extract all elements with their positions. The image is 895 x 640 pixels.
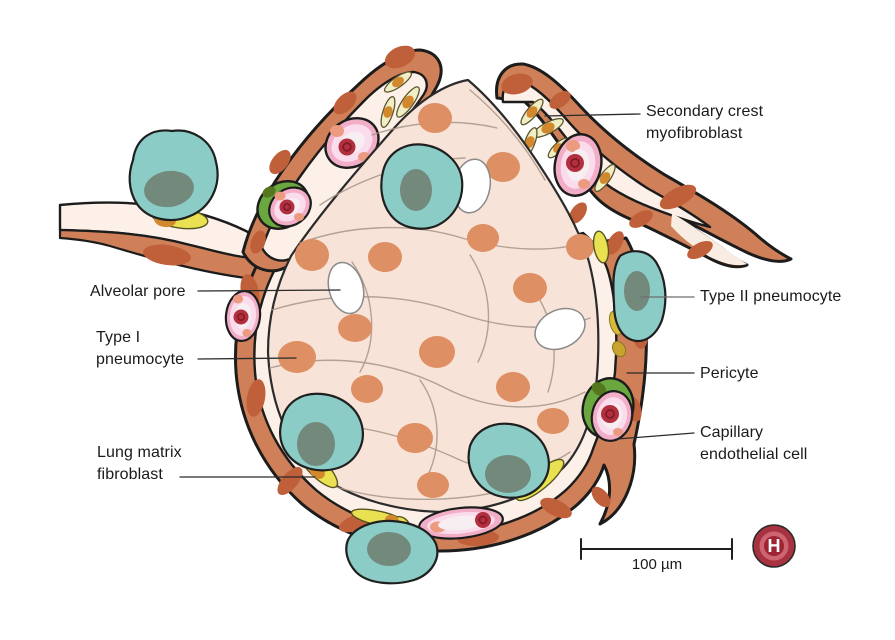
label-line: endothelial cell: [700, 446, 808, 463]
leader-lines: [179, 113, 695, 478]
scale-bar-label: 100 µm: [631, 556, 683, 573]
endothelial-cell: [268, 186, 312, 228]
leader-line-type1: [197, 357, 297, 360]
leader-line-alveolar-pore: [197, 289, 341, 292]
endothelial-cell: [553, 133, 603, 197]
label-type1-pneumocyte: Type I pneumocyte: [96, 327, 184, 371]
label-line: Capillary: [700, 424, 764, 441]
label-line: Type I: [96, 329, 141, 346]
type2-nuclei: [144, 169, 650, 566]
label-line: pneumocyte: [96, 351, 185, 368]
label-line: Secondary crest: [646, 103, 764, 120]
wall-nuclei: [250, 45, 416, 254]
label-line: fibroblast: [97, 466, 163, 483]
label-lung-matrix-fibroblast: Lung matrix fibroblast: [97, 442, 182, 486]
alveolar-pore: [327, 261, 365, 315]
cell-borders: [269, 89, 591, 501]
myofibroblast-nuclei: [525, 106, 611, 184]
label-line: Lung matrix: [97, 444, 182, 461]
wall-nucleus: [143, 244, 191, 266]
label-type2-pneumocyte: Type II pneumocyte: [700, 286, 841, 308]
alveolar-pores: [327, 158, 586, 351]
label-line: Pericyte: [700, 365, 759, 382]
label-line: Alveolar pore: [90, 283, 186, 300]
leader-line-secondary-crest: [544, 113, 641, 117]
label-pericyte: Pericyte: [700, 363, 759, 385]
endothelial-cell: [324, 117, 380, 169]
type1-nuclei: [278, 103, 594, 498]
capillary-branch-top-left: [241, 45, 443, 273]
capillary-branch-top-right: [495, 62, 793, 269]
endothelial-cell: [590, 390, 634, 442]
histology-badge: [752, 524, 796, 568]
label-capillary-endothelial-cell: Capillary endothelial cell: [700, 422, 807, 466]
label-line: Type II pneumocyte: [700, 288, 842, 305]
wall-nuclei: [501, 73, 713, 260]
endothelial-cell: [418, 506, 504, 540]
alveolar-pore: [534, 307, 586, 351]
label-secondary-crest-myofibroblast: Secondary crest myofibroblast: [646, 101, 763, 145]
alveolar-sac: [266, 78, 600, 514]
histology-badge-letter: H: [767, 536, 781, 556]
label-line: myofibroblast: [646, 125, 743, 142]
fork-lumen: [671, 213, 747, 266]
label-alveolar-pore: Alveolar pore: [90, 281, 186, 303]
leader-line-capillary: [616, 432, 695, 440]
scale-bar: [580, 538, 733, 560]
endothelial-cell: [224, 289, 262, 343]
